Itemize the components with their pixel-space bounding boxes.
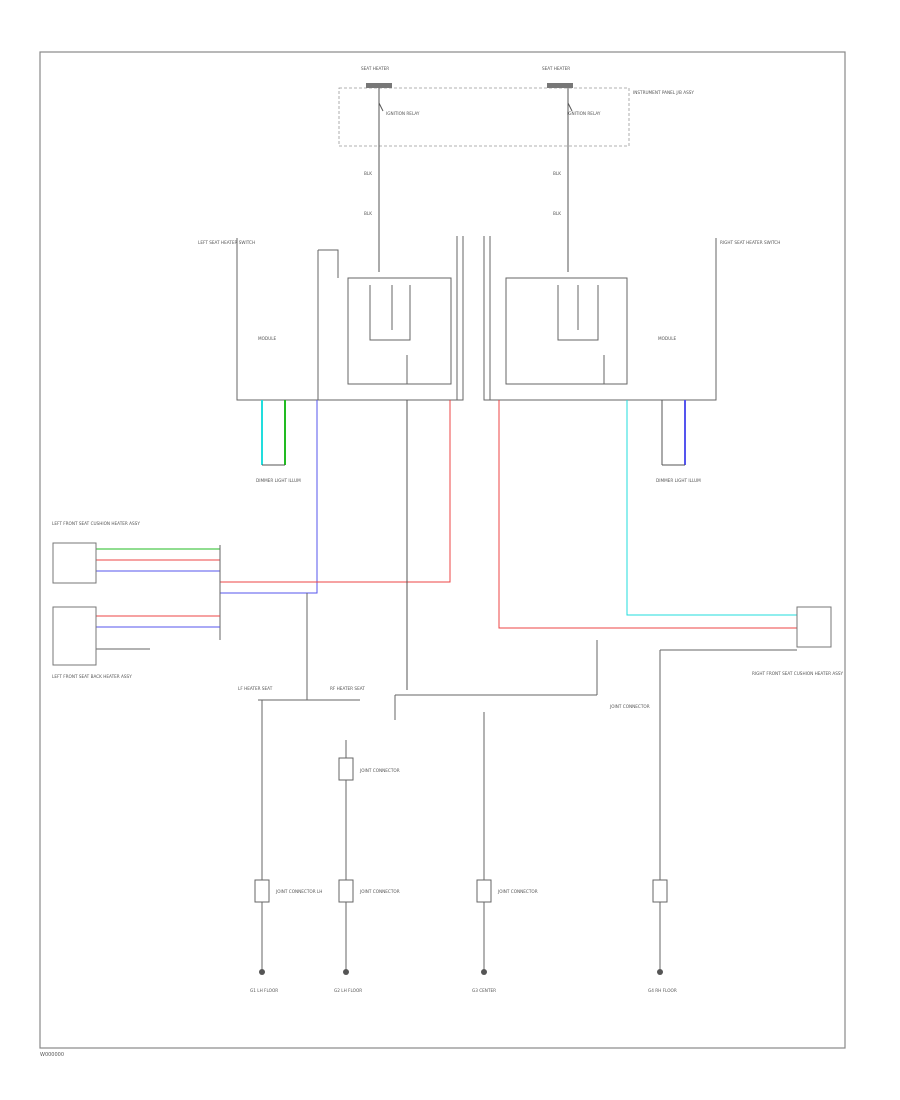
feed-wires xyxy=(378,88,573,272)
relay-left-label: IGNITION RELAY xyxy=(386,111,420,116)
fuse-left-terminal xyxy=(366,83,392,88)
feed-left-wire2: BLK xyxy=(364,211,372,216)
fuse-left-label: SEAT HEATER xyxy=(361,66,389,71)
g1-label: G1 LH FLOOR xyxy=(250,988,278,993)
conn4-label: JOINT CONNECTOR xyxy=(497,889,538,894)
left-cushion-harness xyxy=(96,545,221,640)
ground-legs xyxy=(261,650,661,972)
conn2-label: JOINT CONNECTOR LH xyxy=(275,889,322,894)
ground-point-3 xyxy=(481,969,487,975)
feed-right-wire2: BLK xyxy=(553,211,561,216)
right-switch-label: RIGHT SEAT HEATER SWITCH xyxy=(720,240,780,245)
bus-left-label: LF HEATER SEAT xyxy=(238,686,273,691)
left-illum-label: DIMMER LIGHT ILLUM xyxy=(256,478,301,483)
left-switch-box xyxy=(236,236,464,401)
left-back-label: LEFT FRONT SEAT BACK HEATER ASSY xyxy=(52,674,132,679)
fuse-right-terminal xyxy=(547,83,573,88)
right-cushion-connector xyxy=(796,606,832,648)
right-cushion-harness xyxy=(498,400,797,651)
joint-connector-5 xyxy=(652,879,668,903)
right-illum-label: DIMMER LIGHT ILLUM xyxy=(656,478,701,483)
conn1-label: JOINT CONNECTOR xyxy=(359,768,400,773)
ground-point-1 xyxy=(259,969,265,975)
right-cushion-label: RIGHT FRONT SEAT CUSHION HEATER ASSY xyxy=(752,671,844,676)
g4-label: G4 RH FLOOR xyxy=(648,988,677,993)
joint-connector-3 xyxy=(338,879,354,903)
g2-label: G2 LH FLOOR xyxy=(334,988,362,993)
junction-block-outline xyxy=(338,87,630,147)
splice-label: JOINT CONNECTOR xyxy=(609,704,650,709)
left-cushion-connector xyxy=(52,542,97,584)
diagram-frame xyxy=(39,51,846,1049)
left-illum xyxy=(261,400,286,466)
joint-connector-4 xyxy=(476,879,492,903)
conn3-label: JOINT CONNECTOR xyxy=(359,889,400,894)
ground-point-2 xyxy=(343,969,349,975)
ground-bus xyxy=(258,593,598,720)
feed-right-wire: BLK xyxy=(553,171,561,176)
fuse-right-label: SEAT HEATER xyxy=(542,66,570,71)
relay-right-label: IGNITION RELAY xyxy=(567,111,601,116)
right-switch-box xyxy=(483,236,717,401)
left-back-harness xyxy=(96,615,220,650)
footer-code: W000000 xyxy=(40,1052,64,1058)
left-module-label: MODULE xyxy=(258,336,277,341)
g3-label: G3 CENTER xyxy=(472,988,496,993)
ground-point-4 xyxy=(657,969,663,975)
left-switch-label: LEFT SEAT HEATER SWITCH xyxy=(198,240,255,245)
left-back-connector xyxy=(52,606,97,666)
blue-wire-left xyxy=(220,400,318,594)
joint-connector-1 xyxy=(338,757,354,781)
right-illum xyxy=(661,400,686,466)
right-module-label: MODULE xyxy=(658,336,677,341)
red-wire-left xyxy=(220,400,451,583)
junction-block-label: INSTRUMENT PANEL J/B ASSY xyxy=(633,90,694,95)
joint-connector-2 xyxy=(254,879,270,903)
feed-left-wire: BLK xyxy=(364,171,372,176)
bus-right-label: RF HEATER SEAT xyxy=(330,686,365,691)
left-cushion-label: LEFT FRONT SEAT CUSHION HEATER ASSY xyxy=(52,521,140,526)
